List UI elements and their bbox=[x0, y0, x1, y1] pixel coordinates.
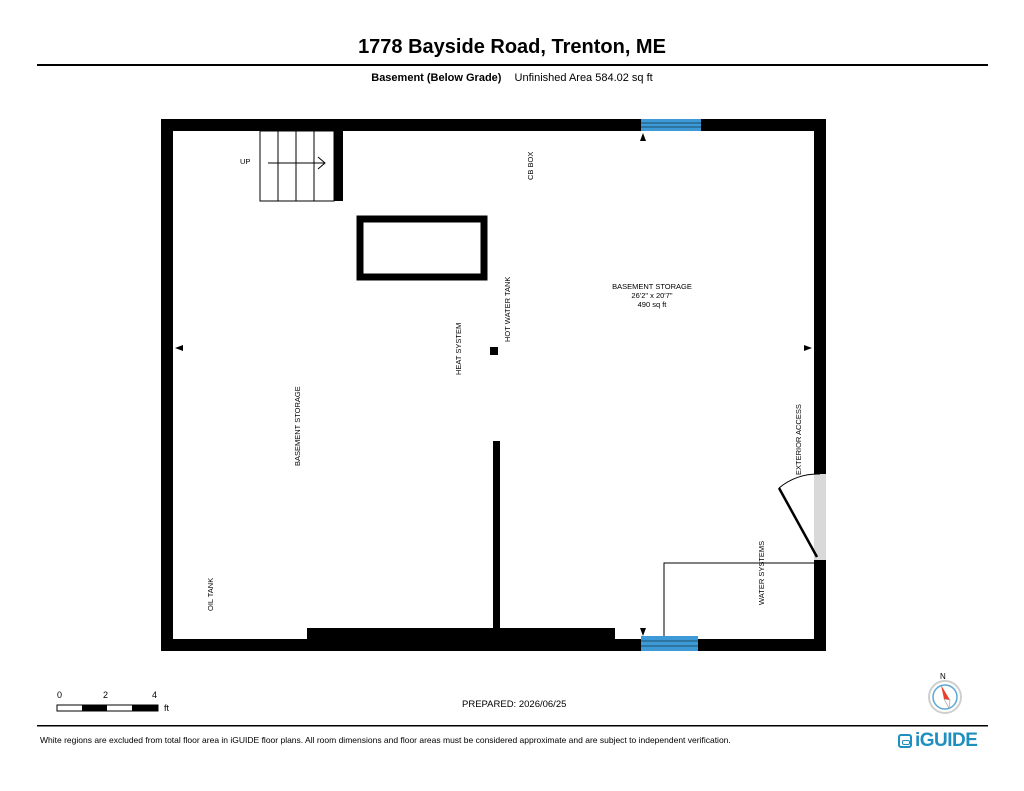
floor-level-label: Basement (Below Grade) bbox=[371, 72, 502, 84]
view-arrow-top bbox=[640, 133, 646, 141]
foundation-ledge bbox=[307, 628, 615, 640]
hot-water-tank-label: HOT WATER TANK bbox=[503, 277, 512, 342]
scale-tick-2: 2 bbox=[103, 690, 109, 700]
floor-area-label: Unfinished Area 584.02 sq ft bbox=[514, 72, 653, 84]
wall-bottom bbox=[161, 639, 826, 651]
scale-tick-0: 0 bbox=[57, 690, 63, 700]
window-bottom bbox=[641, 636, 698, 651]
wall-top bbox=[161, 119, 826, 131]
view-arrow-left bbox=[175, 345, 183, 351]
water-systems-enclosure bbox=[663, 562, 814, 636]
exterior-door bbox=[777, 473, 826, 560]
prepared-date: PREPARED: 2026/06/25 bbox=[462, 699, 567, 710]
iguide-logo: iGUIDE bbox=[898, 730, 978, 752]
footer-divider bbox=[37, 725, 988, 727]
view-arrow-right bbox=[804, 345, 812, 351]
room-name-label: BASEMENT STORAGE bbox=[612, 282, 692, 291]
iguide-logo-icon bbox=[898, 734, 912, 748]
stairs-up-label: UP bbox=[240, 157, 250, 166]
exterior-access-label: EXTERIOR ACCESS bbox=[794, 404, 803, 475]
oil-tank-label: OIL TANK bbox=[206, 578, 215, 611]
wall-right-upper bbox=[814, 119, 826, 474]
scale-tick-4: 4 bbox=[152, 690, 158, 700]
wall-left bbox=[161, 119, 173, 651]
stairs bbox=[259, 130, 343, 202]
cb-box-label: CB BOX bbox=[526, 152, 535, 180]
heat-system-label: HEAT SYSTEM bbox=[454, 323, 463, 375]
scale-unit: ft bbox=[164, 703, 170, 713]
view-arrow-bottom bbox=[640, 628, 646, 636]
left-room-label: BASEMENT STORAGE bbox=[293, 386, 302, 466]
disclaimer-note: White regions are excluded from total fl… bbox=[40, 735, 731, 745]
room-area-label: 490 sq ft bbox=[638, 300, 668, 309]
compass-north-label: N bbox=[940, 672, 946, 681]
north-compass-icon: N bbox=[928, 672, 962, 714]
floor-subtitle: Basement (Below Grade) Unfinished Area 5… bbox=[0, 72, 1024, 84]
floor-opening bbox=[356, 215, 488, 281]
interior-wall bbox=[493, 441, 500, 629]
room-dimensions-label: 26'2" x 20'7" bbox=[631, 291, 672, 300]
support-post bbox=[490, 347, 498, 355]
window-top bbox=[641, 119, 701, 131]
scale-bar bbox=[56, 704, 159, 712]
wall-right-lower bbox=[814, 560, 826, 651]
iguide-logo-text: iGUIDE bbox=[915, 730, 978, 751]
header-divider bbox=[37, 64, 988, 66]
water-systems-label: WATER SYSTEMS bbox=[757, 541, 766, 605]
page-title: 1778 Bayside Road, Trenton, ME bbox=[358, 36, 666, 58]
